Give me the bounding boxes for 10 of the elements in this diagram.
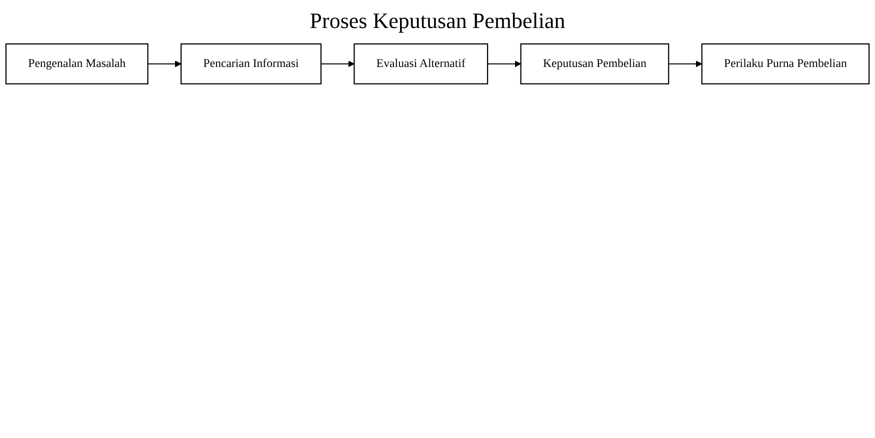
node-box: Pengenalan Masalah [5,43,148,84]
node-box: Perilaku Purna Pembelian [701,43,870,84]
arrow [488,60,522,68]
node-box: Keputusan Pembelian [520,43,670,84]
arrow [320,60,355,68]
node-box: Pencarian Informasi [180,43,322,84]
node-box: Evaluasi Alternatif [354,43,488,84]
diagram-title: Proses Keputusan Pembelian [308,8,566,34]
arrow [148,60,182,68]
arrow [668,60,702,68]
